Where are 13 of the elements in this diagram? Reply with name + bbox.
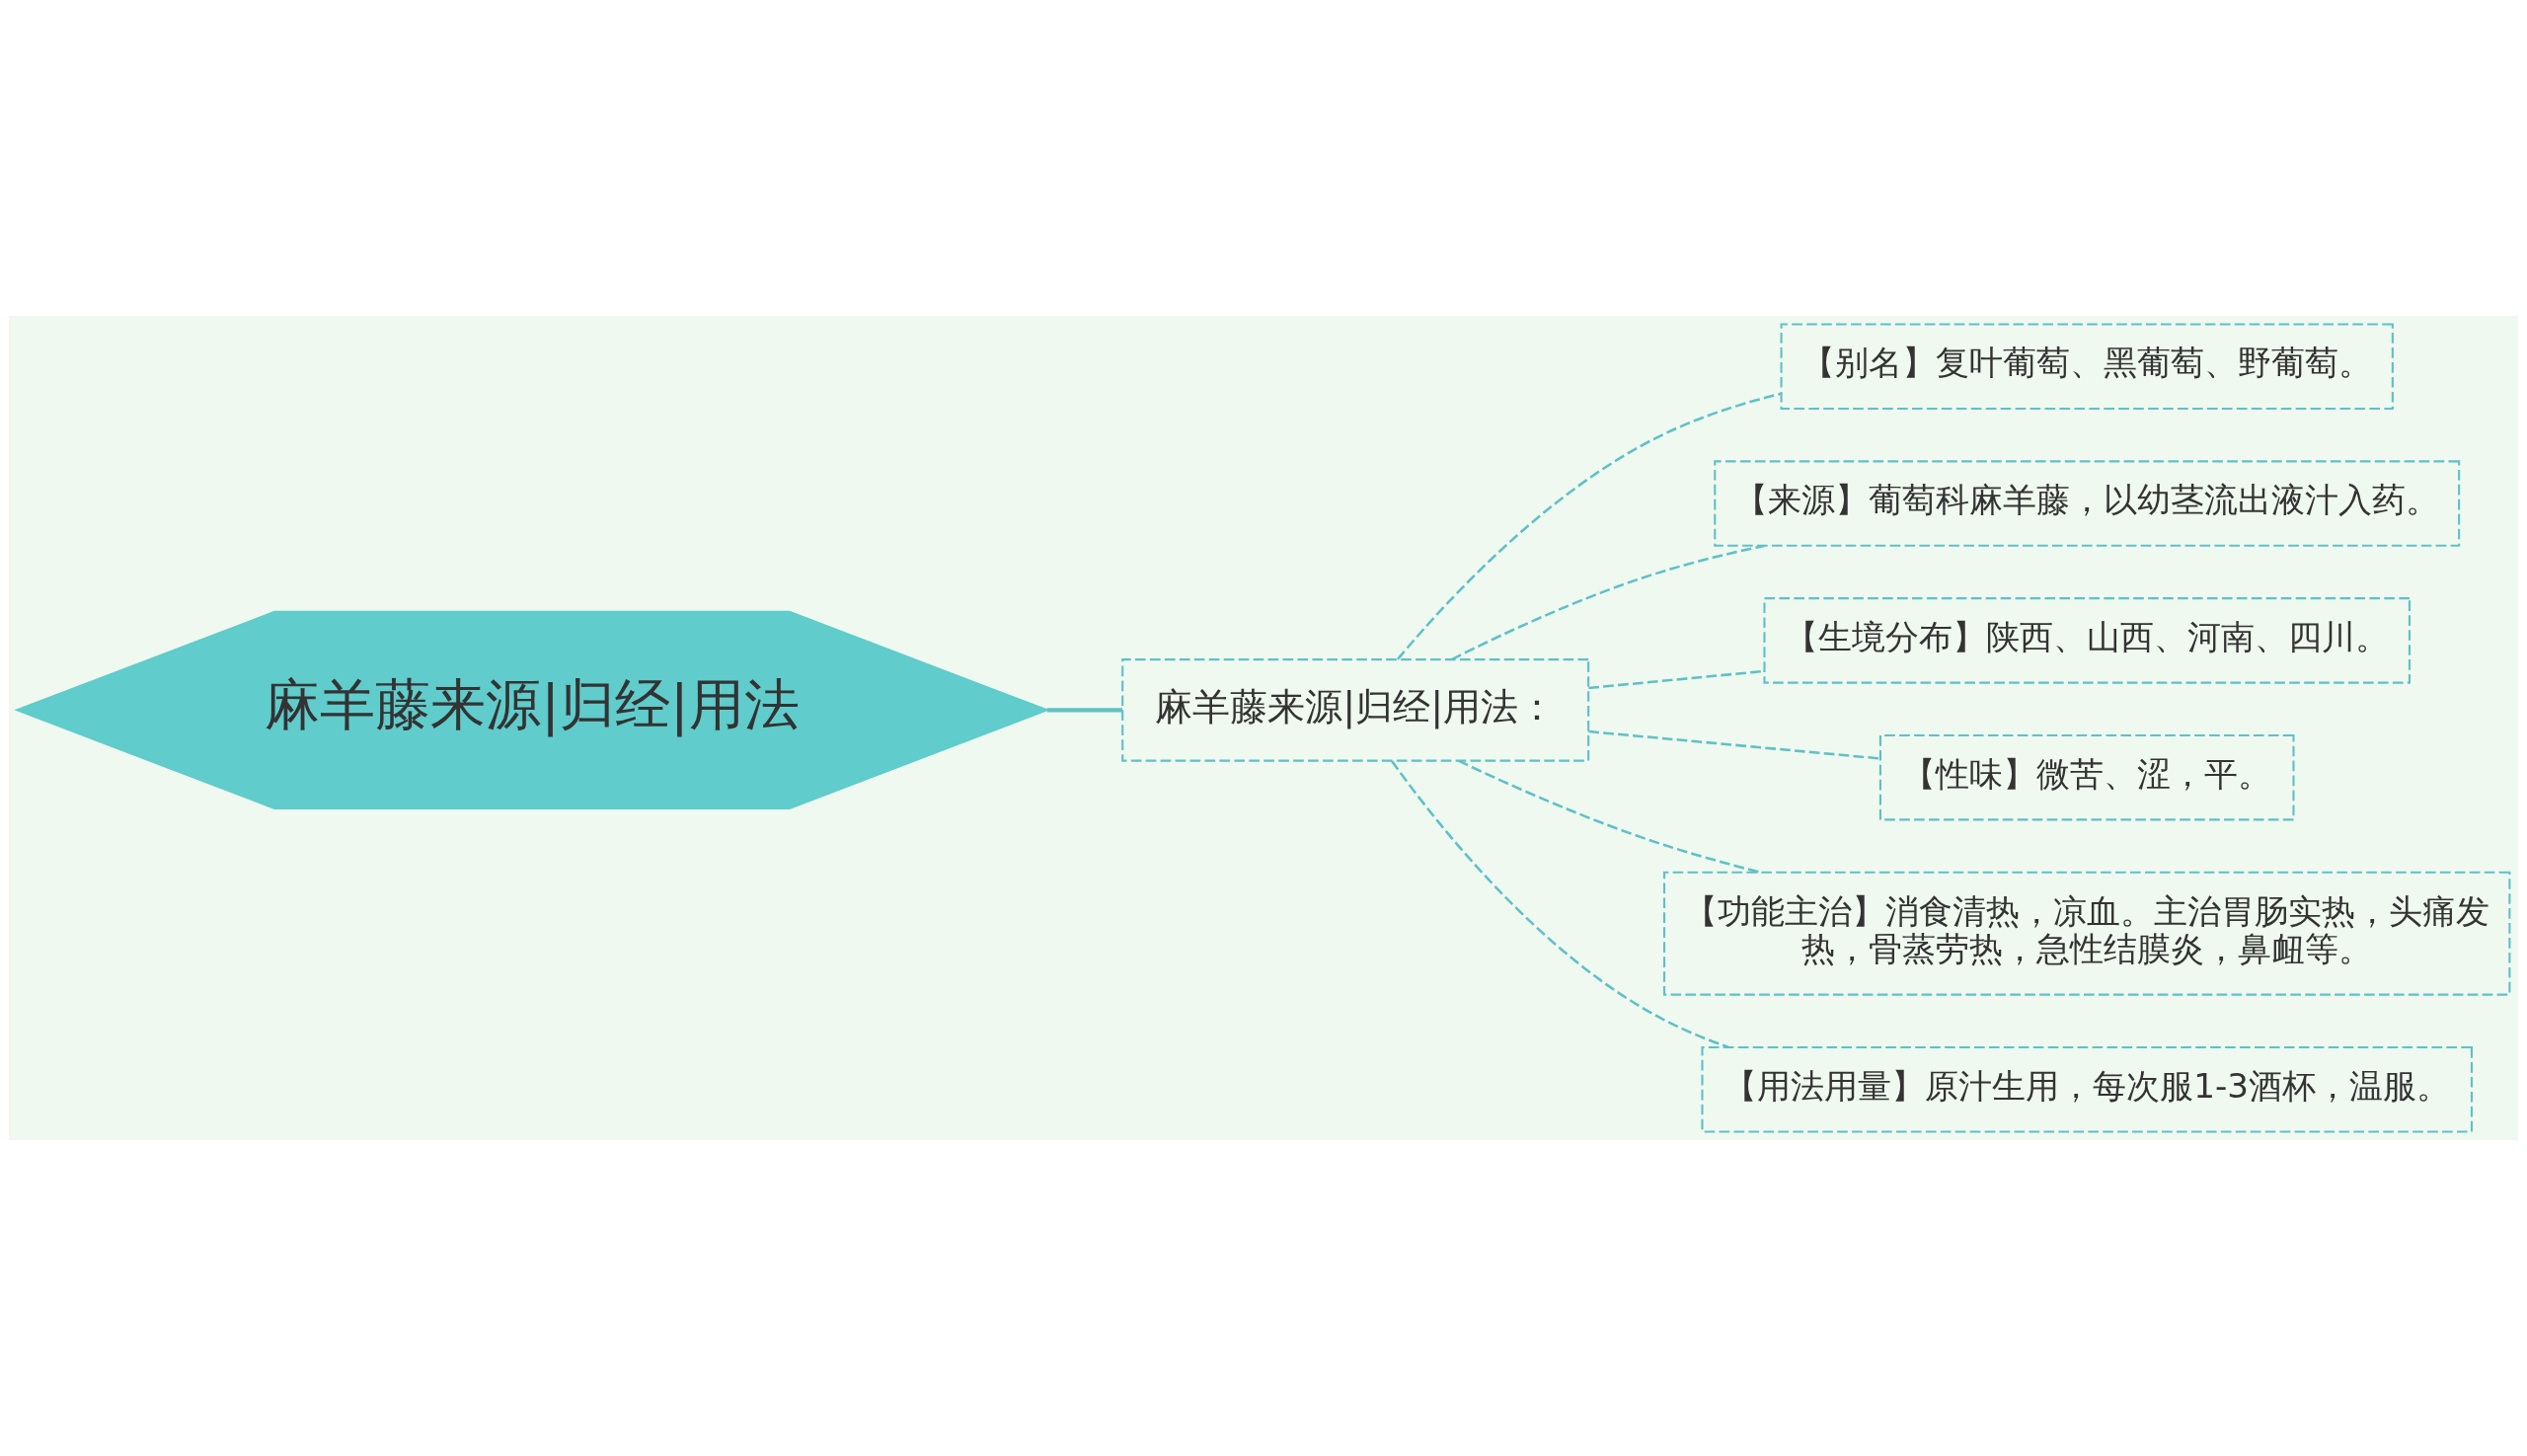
node-box: 麻羊藤来源|归经|用法： [1121,658,1590,762]
connector [1046,708,1122,713]
connector [1396,392,1782,660]
node-box: 【性味】微苦、涩，平。 [1878,733,2295,821]
node-box: 【生境分布】陕西、山西、河南、四川。 [1763,597,2411,684]
connector [1457,759,1761,874]
connector [1391,760,1729,1049]
node-box: 【用法用量】原汁生用，每次服1-3酒杯，温服。 [1701,1045,2473,1133]
connector [1451,544,1765,661]
connector [1588,729,1880,760]
node-box: 【功能主治】消食清热，凉血。主治胃肠实热，头痛发热，骨蒸劳热，急性结膜炎，鼻衄等。 [1662,871,2511,996]
node-box: 【来源】葡萄科麻羊藤，以幼茎流出液汁入药。 [1714,460,2461,547]
node-box: 【别名】复叶葡萄、黑葡萄、野葡萄。 [1780,323,2394,411]
